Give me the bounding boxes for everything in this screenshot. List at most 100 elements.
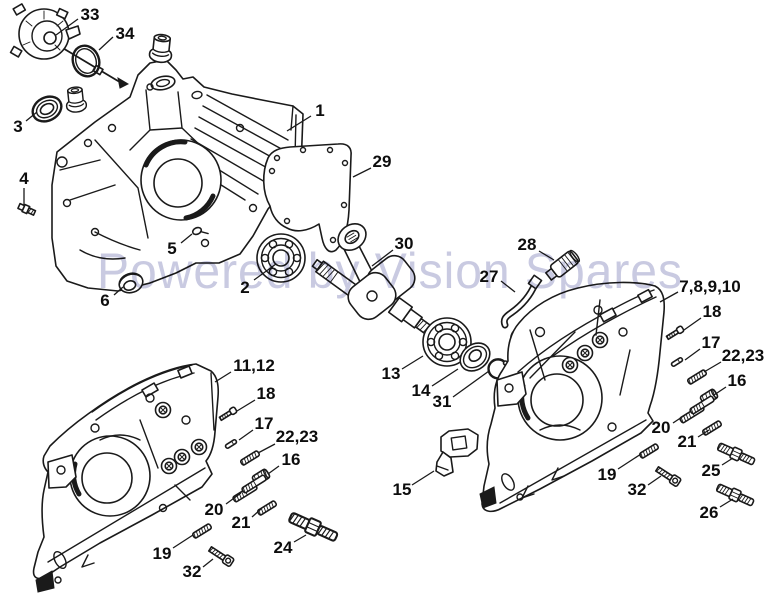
leader-line-28 xyxy=(538,250,555,261)
stud-26 xyxy=(714,481,756,510)
chain-catcher-15 xyxy=(435,428,479,477)
leader-line-5 xyxy=(180,233,193,244)
leader-line-21 xyxy=(697,429,710,438)
plug-6 xyxy=(118,272,144,294)
callout-31: 31 xyxy=(433,392,452,411)
leader-line-24 xyxy=(293,534,307,543)
leader-line-31 xyxy=(452,370,490,398)
oil-seal-3 xyxy=(31,95,63,123)
callout-15: 15 xyxy=(393,480,412,499)
leader-line-27 xyxy=(500,280,516,293)
leader-line-22,23 xyxy=(257,443,276,454)
callout-17: 17 xyxy=(255,414,274,433)
callout-28: 28 xyxy=(518,235,537,254)
callout-19: 19 xyxy=(153,544,172,563)
leader-line-20 xyxy=(225,492,242,505)
plug-28 xyxy=(545,249,581,281)
callout-20: 20 xyxy=(205,500,224,519)
callout-34: 34 xyxy=(116,24,135,43)
callout-27: 27 xyxy=(480,267,499,286)
leader-line-33 xyxy=(55,18,79,36)
pin-17-right xyxy=(670,356,684,368)
leader-line-2 xyxy=(253,263,277,281)
rubber-buffer-top xyxy=(147,32,175,65)
stud-22-23-left xyxy=(239,449,261,467)
stud-21-right xyxy=(701,419,723,437)
callout-25: 25 xyxy=(702,461,721,480)
callout-18: 18 xyxy=(703,302,722,321)
callout-21: 21 xyxy=(232,513,251,532)
callout-18: 18 xyxy=(257,384,276,403)
stud-19-right xyxy=(638,442,660,460)
callout-11,12: 11,12 xyxy=(233,356,275,375)
leader-line-16 xyxy=(713,386,727,396)
callout-19: 19 xyxy=(598,465,617,484)
washer-14 xyxy=(459,342,491,372)
nipple-4 xyxy=(17,202,37,216)
leader-line-7,8,9,10 xyxy=(659,291,679,303)
leader-line-6 xyxy=(113,286,124,296)
callout-6: 6 xyxy=(100,291,109,310)
callout-17: 17 xyxy=(702,333,721,352)
pin-17-left xyxy=(224,438,238,450)
callout-20: 20 xyxy=(652,418,671,437)
leader-line-17 xyxy=(238,429,254,441)
leader-line-25 xyxy=(721,457,734,466)
leader-line-1 xyxy=(286,115,312,132)
leader-line-20 xyxy=(672,412,689,424)
leader-line-15 xyxy=(411,470,435,486)
stud-21-left xyxy=(256,499,278,517)
callout-1: 1 xyxy=(315,101,324,120)
stud-19-left xyxy=(191,522,213,540)
crankshaft xyxy=(311,222,435,337)
leader-line-22,23 xyxy=(703,361,722,373)
callout-16: 16 xyxy=(282,450,301,469)
screw-18-left xyxy=(217,405,239,423)
leader-line-3 xyxy=(25,111,38,122)
callout-30: 30 xyxy=(395,234,414,253)
callout-16: 16 xyxy=(728,371,747,390)
leader-line-19 xyxy=(617,453,642,470)
pin-5 xyxy=(191,226,209,236)
crankcase-gasket xyxy=(262,143,352,253)
leader-line-13 xyxy=(401,355,424,370)
callout-14: 14 xyxy=(412,381,431,400)
rubber-buffer-left xyxy=(63,85,88,114)
callout-22,23: 22,23 xyxy=(276,427,319,446)
stud-25 xyxy=(715,440,757,469)
leader-line-34 xyxy=(98,36,114,51)
intake-boss xyxy=(150,75,176,91)
crankcase-flywheel-side-left xyxy=(32,363,220,593)
stud-24 xyxy=(286,509,341,546)
crankcase-clutch-side xyxy=(51,59,304,292)
leader-line-32 xyxy=(202,558,214,568)
callout-21: 21 xyxy=(678,432,697,451)
leader-line-26 xyxy=(719,498,734,508)
leader-line-18 xyxy=(236,399,256,412)
leader-line-19 xyxy=(172,534,194,549)
leader-line-21 xyxy=(251,508,262,518)
watermark-text: Powered by Vision Spares xyxy=(97,243,683,299)
callout-33: 33 xyxy=(81,5,100,24)
leader-line-16 xyxy=(267,465,280,475)
screw-32-right xyxy=(653,464,683,488)
callout-32: 32 xyxy=(628,480,647,499)
callout-26: 26 xyxy=(700,503,719,522)
leader-line-30 xyxy=(371,249,394,267)
callout-24: 24 xyxy=(274,538,293,557)
leader-line-32 xyxy=(647,475,662,486)
callout-4: 4 xyxy=(19,169,29,188)
screw-32-left xyxy=(206,544,236,568)
callout-32: 32 xyxy=(183,562,202,581)
leader-line-11,12 xyxy=(214,371,232,383)
callout-5: 5 xyxy=(167,239,176,258)
leader-line-29 xyxy=(352,167,372,178)
callout-2: 2 xyxy=(240,278,249,297)
crankcase-flywheel-side-right xyxy=(479,281,666,513)
screw-18-right xyxy=(664,324,686,342)
leader-line-18 xyxy=(683,317,702,331)
callout-13: 13 xyxy=(382,364,401,383)
